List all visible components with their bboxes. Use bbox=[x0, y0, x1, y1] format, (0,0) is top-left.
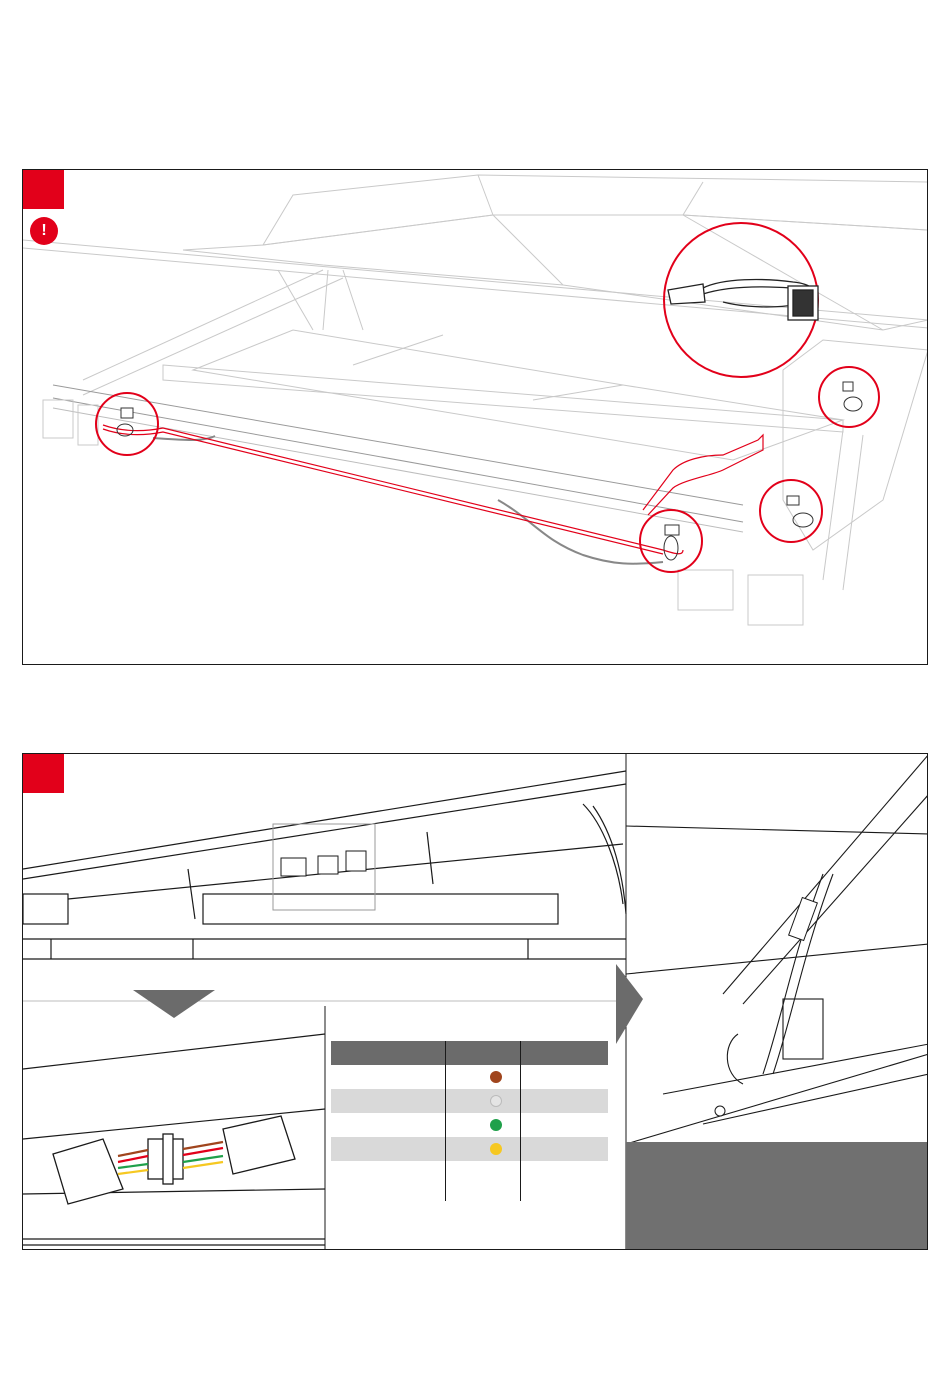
step1-panel: ! bbox=[22, 169, 928, 665]
step2-panel bbox=[22, 753, 928, 1250]
table-divider bbox=[520, 1041, 521, 1201]
table-header-cell bbox=[520, 1041, 608, 1065]
wire-color-table bbox=[331, 1041, 608, 1161]
table-row bbox=[331, 1137, 608, 1161]
table-divider bbox=[445, 1041, 446, 1201]
callout-right-lower-clip bbox=[760, 480, 822, 542]
table-row bbox=[331, 1065, 608, 1089]
cable-tie-icon bbox=[668, 280, 818, 320]
solar-mount-illustration bbox=[23, 170, 928, 665]
arrow-down-icon bbox=[133, 990, 215, 1018]
wire-color-dot-brown bbox=[490, 1071, 502, 1083]
table-row bbox=[331, 1113, 608, 1137]
warning-icon: ! bbox=[30, 217, 58, 245]
table-header bbox=[331, 1041, 608, 1065]
table-header-cell bbox=[445, 1041, 520, 1065]
callout-right-upper-clip bbox=[819, 367, 879, 427]
table-row bbox=[331, 1089, 608, 1113]
table-header-cell bbox=[331, 1041, 445, 1065]
arrow-right-icon bbox=[616, 964, 643, 1044]
wire-color-dot-yellow bbox=[490, 1143, 502, 1155]
wire-color-dot-green bbox=[490, 1119, 502, 1131]
wire-color-dot-white bbox=[490, 1095, 502, 1107]
note-box bbox=[626, 1142, 928, 1250]
